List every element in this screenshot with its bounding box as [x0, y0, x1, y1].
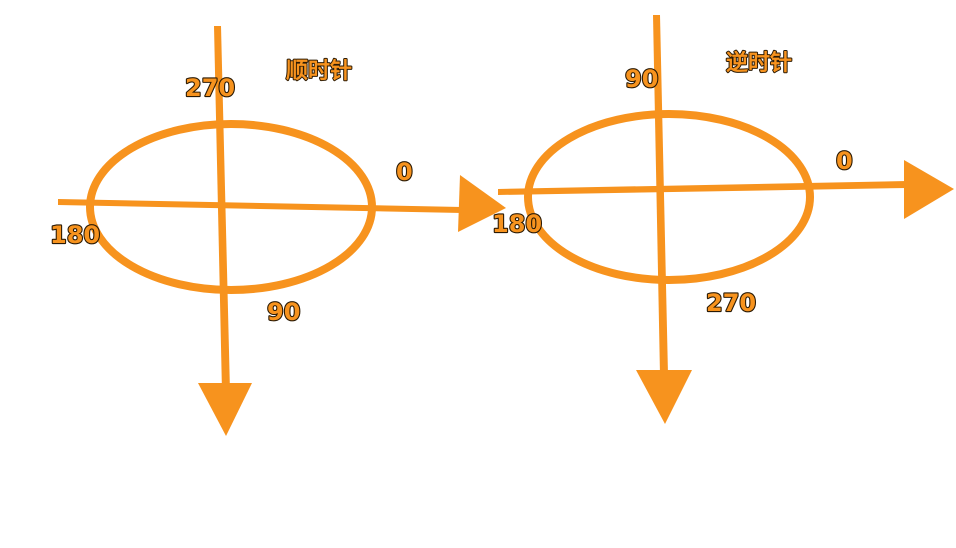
- caption-counterclockwise: 逆时针: [726, 50, 792, 76]
- label-right: 0: [836, 147, 853, 175]
- y-axis-arrow: [636, 15, 692, 424]
- label-bottom: 270: [706, 289, 756, 317]
- label-top: 270: [185, 74, 235, 102]
- x-axis-arrow: [498, 160, 954, 219]
- label-left: 180: [492, 210, 542, 238]
- label-bottom: 90: [267, 298, 300, 326]
- y-axis-arrow: [198, 26, 252, 436]
- diagram-clockwise: 顺时针 270 0 180 90: [49, 26, 506, 436]
- label-right: 0: [396, 158, 413, 186]
- label-top: 90: [625, 65, 658, 93]
- label-left: 180: [50, 221, 100, 249]
- caption-clockwise: 顺时针: [286, 58, 352, 84]
- diagram-counterclockwise: 逆时针 90 0 180 270: [491, 15, 954, 424]
- x-axis-arrow: [58, 175, 506, 232]
- ellipse-circle: [524, 110, 814, 284]
